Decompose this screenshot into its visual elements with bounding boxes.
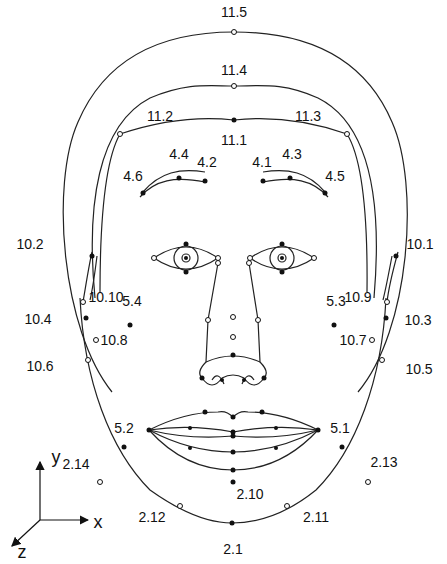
callout-number: 11.2	[146, 109, 174, 123]
callout-number: 2.12	[137, 510, 166, 524]
callout-number: 4.3	[281, 147, 302, 161]
nostril	[212, 376, 254, 384]
ear	[383, 256, 392, 300]
eyebrow	[263, 171, 325, 192]
pupil	[278, 254, 286, 262]
callout-number: 5.1	[329, 421, 350, 435]
callout-number: 4.5	[324, 169, 345, 183]
ear	[387, 252, 398, 302]
nose-bottom	[202, 375, 264, 385]
lower-lip-outer	[149, 430, 318, 470]
axis-arrow	[40, 519, 88, 520]
iris	[270, 246, 294, 270]
callout-number: 10.7	[338, 333, 367, 347]
hairline	[100, 119, 367, 292]
callout-number: 10.9	[343, 290, 372, 304]
axis-label: y	[51, 448, 62, 466]
callout-number: 5.4	[121, 294, 142, 308]
callout-number: 10.1	[405, 237, 434, 251]
axis-label: x	[93, 513, 104, 531]
hair-outline	[63, 32, 407, 392]
iris	[174, 246, 198, 270]
callout-number: 11.5	[220, 5, 248, 19]
callout-number: 2.11	[302, 510, 330, 524]
callout-number: 10.8	[99, 333, 128, 347]
eyebrow	[140, 179, 205, 197]
face-outline	[80, 298, 386, 523]
callout-number: 2.14	[61, 457, 90, 471]
pupil	[182, 254, 190, 262]
eyebrow	[263, 179, 328, 197]
callout-number: 5.2	[113, 421, 134, 435]
lower-lip	[149, 430, 318, 452]
callout-number: 11.4	[220, 63, 248, 77]
callout-number: 10.2	[15, 237, 44, 251]
callout-number: 2.13	[369, 455, 398, 469]
callout-number: 5.3	[325, 294, 346, 308]
axis-arrow	[39, 462, 40, 520]
callout-number: 10.3	[403, 313, 432, 327]
callout-number: 2.10	[235, 487, 264, 501]
eye	[250, 247, 314, 269]
callout-number: 10.6	[25, 359, 54, 373]
hair-inner	[92, 86, 376, 298]
callout-number: 11.1	[220, 133, 248, 147]
eyebrow	[143, 171, 205, 192]
eye	[154, 247, 218, 269]
callout-number: 2.1	[222, 542, 243, 556]
callout-number: 10.5	[404, 362, 433, 376]
callout-number: 4.2	[196, 155, 217, 169]
feature-points	[84, 118, 399, 526]
callout-number: 11.3	[294, 109, 322, 123]
callout-number: 10.4	[23, 312, 52, 326]
callout-number: 4.4	[168, 147, 189, 161]
callout-number: 4.6	[122, 169, 143, 183]
axis-label: z	[17, 543, 28, 561]
feature-points-open	[81, 30, 390, 509]
callout-number: 4.1	[251, 155, 272, 169]
callout-number: 10.10	[87, 290, 124, 304]
